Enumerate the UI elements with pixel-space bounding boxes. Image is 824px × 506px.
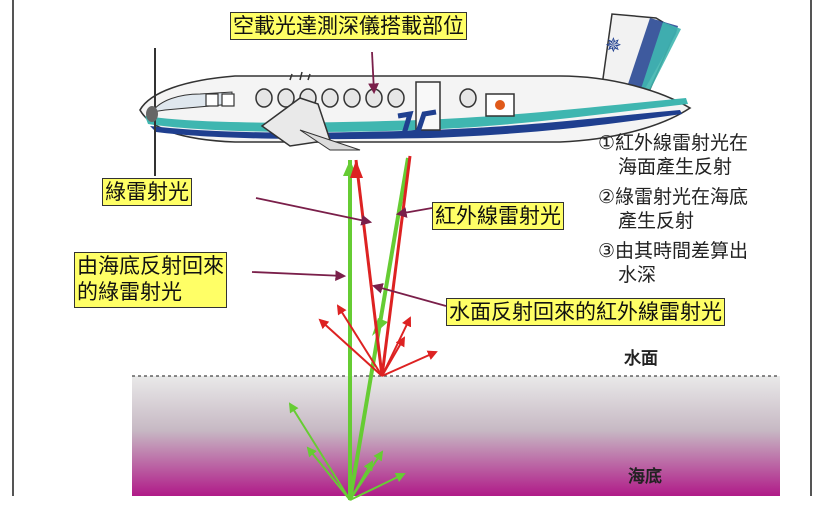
antennas [289, 71, 311, 81]
image-frame [12, 0, 812, 496]
logo-dot-icon [495, 100, 505, 110]
surface-reflect-callout [371, 283, 447, 307]
cockpit-side-window [205, 93, 219, 107]
airplane: ✵ [139, 13, 692, 176]
water-surface-label: 水面 [624, 349, 658, 369]
tail-emblem-icon: ✵ [605, 33, 622, 57]
green-label-callout [255, 197, 373, 226]
seabed-label: 海底 [628, 467, 662, 487]
laser-beams [288, 155, 438, 501]
cockpit-side-window [221, 93, 235, 107]
ir-laser-label: 紅外線雷射光 [432, 202, 564, 230]
seabed-reflect-label-line2: 的綠雷射光 [77, 280, 182, 304]
note-line-2: 海面產生反射 [618, 156, 733, 178]
green-scatter-rays [288, 402, 406, 501]
surface-reflect-label: 水面反射回來的紅外線雷射光 [446, 298, 725, 326]
ir-label-callout [395, 207, 433, 218]
tail-stripe-teal [634, 22, 681, 110]
ir-laser-beam-up [354, 159, 384, 377]
sea-body [132, 376, 780, 496]
label-callouts [251, 197, 447, 307]
title-callout-arrow [368, 51, 379, 95]
cabin-window [255, 88, 273, 108]
cabin-window [459, 88, 477, 108]
propeller-hub [146, 106, 158, 122]
note-line-5: ③由其時間差算出 [598, 240, 749, 262]
cabin-window [387, 88, 405, 108]
cabin-window [343, 88, 361, 108]
fuselage-marking [397, 109, 437, 138]
ir-laser-beam-down [380, 155, 412, 377]
note-line-6: 水深 [618, 264, 657, 286]
seabed-reflect-label: 由海底反射回來 的綠雷射光 [74, 252, 227, 308]
note-line-1: ①紅外線雷射光在 [598, 132, 749, 154]
note-line-4: 產生反射 [618, 210, 695, 232]
wing-flap [299, 129, 361, 151]
seabed-reflect-label-line1: 由海底反射回來 [77, 254, 224, 278]
cabin-window [321, 88, 339, 108]
cabin-window [277, 88, 295, 108]
green-laser-label: 綠雷射光 [102, 178, 192, 206]
ir-scatter-rays [318, 304, 438, 377]
ir-laser-arrowhead [350, 160, 363, 178]
title-label: 空載光達測深儀搭載部位 [230, 12, 467, 40]
seabed-reflect-callout [251, 270, 347, 282]
note-line-3: ②綠雷射光在海底 [598, 186, 749, 208]
